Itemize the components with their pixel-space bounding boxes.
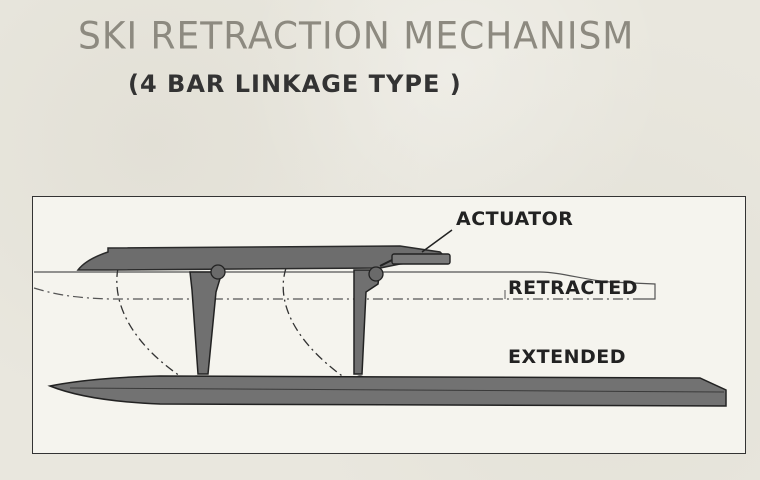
front-link-swing-arc [116, 267, 181, 377]
rear-link-upper-pivot [368, 266, 384, 282]
diagram-frame [32, 196, 746, 454]
retracted-ski-outline [34, 271, 656, 300]
front-link-upper-pivot [210, 264, 226, 280]
retracted-ski-bottom [33, 287, 640, 300]
extended-label: EXTENDED [508, 346, 626, 368]
actuator-label: ACTUATOR [456, 208, 574, 230]
front-link [189, 271, 224, 375]
extended-ski-centerline [69, 387, 725, 393]
extended-ski [47, 375, 727, 407]
rear-link [353, 269, 381, 375]
actuator-leader [421, 229, 453, 253]
diagram-title: SKI RETRACTION MECHANISM [78, 14, 635, 59]
actuator-body [391, 253, 451, 265]
diagram-subtitle: (4 BAR LINKAGE TYPE ) [128, 70, 462, 98]
actuator-rod [379, 259, 393, 267]
rear-link-swing-arc [282, 267, 346, 379]
retracted-label: RETRACTED [508, 277, 639, 299]
